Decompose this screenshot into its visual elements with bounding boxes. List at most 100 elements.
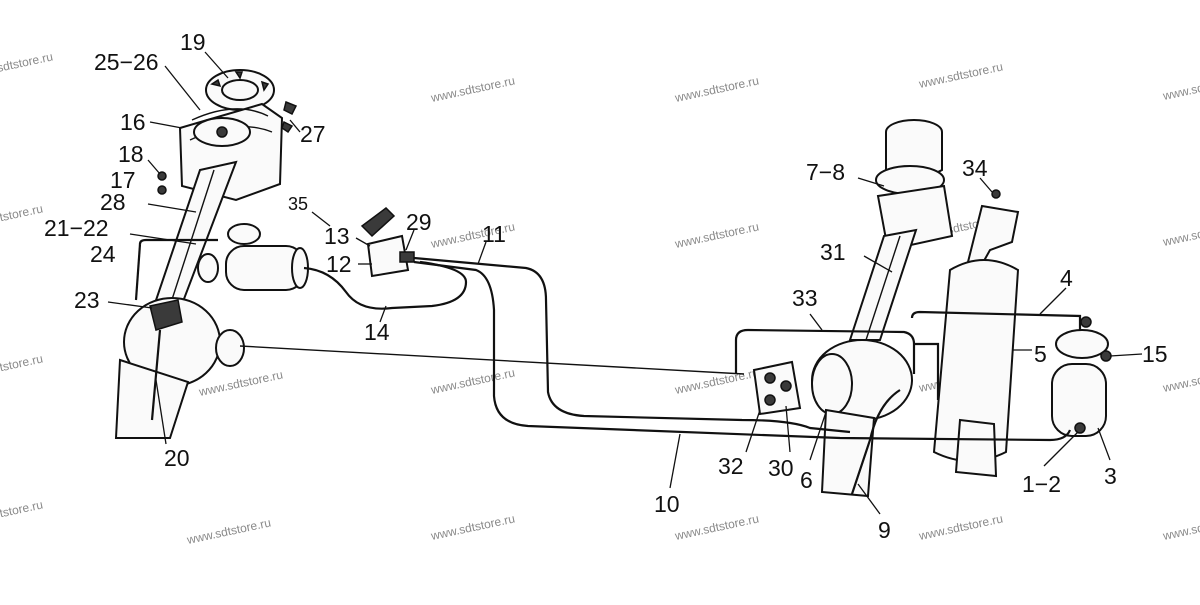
pipe-9	[850, 389, 901, 495]
pipe-33	[734, 328, 916, 374]
leader-14	[379, 305, 387, 323]
watermark: www.sdtstore.ru	[673, 73, 760, 105]
leader-30	[785, 405, 791, 453]
leader-4	[1039, 287, 1067, 315]
leader-27	[289, 119, 301, 133]
callout-23: 23	[74, 287, 100, 313]
bolt-34	[991, 189, 1001, 199]
watermark: www.sdtstore.ru	[917, 511, 1004, 543]
bolt-17	[157, 185, 167, 195]
relay-port-c	[764, 394, 776, 406]
tank-bracket	[954, 418, 998, 478]
flange-bolts	[210, 71, 270, 92]
callout-28: 28	[100, 189, 126, 215]
callout-3: 3	[1104, 463, 1117, 489]
valve-handle	[360, 207, 396, 238]
leader-10	[669, 433, 681, 489]
watermark: www.sdtstore.ru	[429, 511, 516, 543]
callout-31: 31	[820, 239, 846, 265]
small-tank-top	[1055, 329, 1109, 359]
filter-cap	[227, 223, 261, 245]
leader-28	[147, 203, 197, 213]
callout-5: 5	[1034, 341, 1047, 367]
frame-bracket-left	[114, 358, 190, 439]
watermark: www.sdtstore.ru	[917, 59, 1004, 91]
right-column	[848, 228, 918, 341]
leader-7-8	[857, 177, 885, 187]
pipe-14	[303, 260, 468, 310]
bracket-34	[966, 204, 1020, 270]
watermark: www.sdtstore.ru	[673, 219, 760, 251]
pipes	[134, 238, 1082, 495]
leader-21-22	[129, 233, 197, 245]
watermark: www.sdtstore.ru	[429, 365, 516, 397]
leader-31	[863, 255, 893, 273]
leader-13	[355, 237, 371, 247]
callout-27: 27	[300, 121, 326, 147]
leader-11	[477, 241, 487, 265]
valve-body	[366, 234, 410, 278]
callout-21-22: 21−22	[44, 215, 109, 241]
leader-6	[809, 411, 827, 461]
relay-port-b	[780, 380, 792, 392]
filter-front	[197, 253, 219, 283]
leader-33	[809, 313, 823, 331]
pipe-33b	[914, 342, 940, 400]
leader-16	[149, 121, 183, 129]
callout-14: 14	[364, 319, 390, 345]
callout-24: 24	[90, 241, 116, 267]
callout-18: 18	[118, 141, 144, 167]
callout-15: 15	[1142, 341, 1168, 367]
watermark: www.sdtstore.ru	[1161, 71, 1200, 103]
relay-port-a	[764, 372, 776, 384]
pipe-24-drop	[134, 243, 142, 301]
callout-1-2: 1−2	[1022, 471, 1061, 497]
bolt-27	[281, 100, 298, 134]
watermark: www.sdtstore.ru	[197, 367, 284, 399]
leader-25-26	[164, 65, 201, 111]
watermark: www.sdtstore.ru	[0, 497, 44, 529]
small-tank	[1051, 363, 1107, 437]
callout-25-26: 25−26	[94, 49, 159, 75]
leader-9	[857, 483, 881, 515]
callout-32: 32	[718, 453, 744, 479]
watermark: www.sdtstore.ru	[429, 73, 516, 105]
upper-flange-inner	[221, 79, 259, 101]
watermark: www.sdtstore.ru	[0, 49, 54, 81]
watermark: www.sdtstore.ru	[673, 511, 760, 543]
callout-12: 12	[326, 251, 352, 277]
callouts: 19 25−26 16 27 18 17 28 35 21−22 24 13 2…	[44, 29, 1168, 543]
pipe-24	[138, 238, 218, 245]
callout-11: 11	[482, 221, 506, 247]
leader-29	[405, 229, 415, 251]
valve-fitting	[399, 251, 415, 263]
leader-19	[204, 51, 229, 79]
callout-35: 35	[288, 194, 308, 214]
leader-15	[1109, 353, 1143, 357]
callout-29: 29	[406, 209, 432, 235]
callout-19: 19	[180, 29, 206, 55]
leader-34	[979, 177, 993, 193]
callout-10: 10	[654, 491, 680, 517]
callout-17: 17	[110, 167, 136, 193]
callout-33: 33	[792, 285, 818, 311]
column-line	[865, 235, 901, 341]
watermark: www.sdtstore.ru	[185, 515, 272, 547]
callout-13: 13	[324, 223, 350, 249]
lower-drum-cap	[215, 329, 245, 367]
pipe-long	[239, 345, 745, 375]
brake-chamber-face	[811, 353, 853, 415]
valve-15	[1100, 350, 1112, 362]
air-tank	[932, 259, 1020, 462]
callout-4: 4	[1060, 265, 1073, 291]
leader-23	[107, 301, 153, 309]
leader-32	[745, 409, 761, 453]
leader-20	[155, 379, 167, 445]
leader-18	[147, 159, 161, 175]
watermark: www.sdtstore.ru	[0, 201, 44, 233]
shaft-line	[165, 169, 215, 319]
watermark: www.sdtstore.ru	[1161, 363, 1200, 395]
callout-30: 30	[768, 455, 794, 481]
drain-1-2	[1074, 422, 1086, 434]
